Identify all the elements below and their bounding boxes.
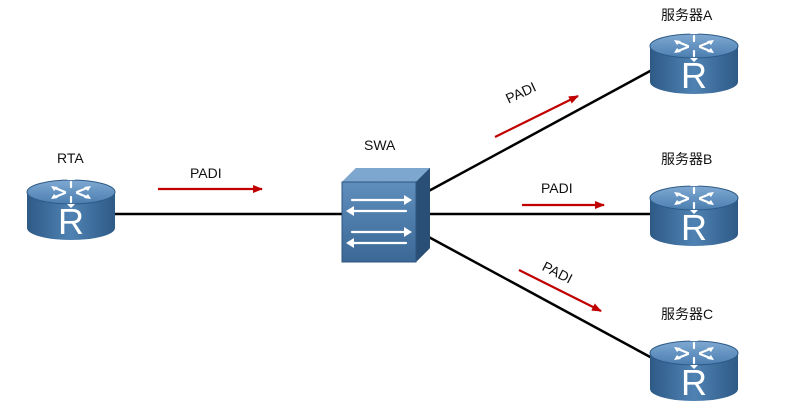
label-server-a: 服务器A xyxy=(661,7,713,23)
label-rta: RTA xyxy=(57,150,84,166)
router-rta-icon xyxy=(25,174,117,244)
label-swa: SWA xyxy=(364,137,396,153)
link-swa-server-c xyxy=(424,233,653,360)
link-swa-server-a xyxy=(424,68,653,195)
server-a-router-icon xyxy=(648,28,740,98)
label-server-c: 服务器C xyxy=(661,306,714,322)
server-b-router-icon xyxy=(648,180,740,250)
msg-padi-swa-b: PADI xyxy=(541,180,573,196)
padi-arrows xyxy=(158,95,605,312)
arrow-swa-to-a xyxy=(494,95,579,138)
arrow-swa-to-c xyxy=(518,269,602,312)
switch-swa-icon xyxy=(341,168,430,263)
server-c-router-icon xyxy=(648,335,740,405)
links xyxy=(110,68,653,360)
label-server-b: 服务器B xyxy=(661,151,713,167)
msg-padi-rta-swa: PADI xyxy=(190,165,222,181)
